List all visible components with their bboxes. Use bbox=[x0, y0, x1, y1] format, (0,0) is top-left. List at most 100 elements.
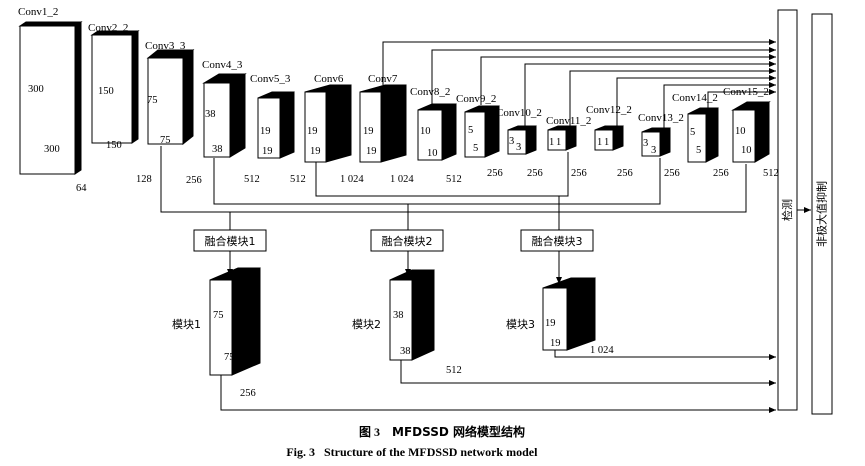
layer-conv11-2-block-side bbox=[565, 125, 577, 151]
layer-conv10-2-channels: 256 bbox=[527, 168, 543, 179]
module-2-block bbox=[389, 269, 435, 361]
layer-conv9-2-block bbox=[464, 105, 500, 158]
layer-conv4-3-dim-width: 38 bbox=[212, 144, 223, 155]
layer-conv5-3-block-front bbox=[257, 97, 281, 159]
layer-conv14-2-name: Conv14_2 bbox=[672, 92, 718, 104]
layer-conv6-block-front bbox=[304, 91, 327, 163]
layer-conv4-3-channels: 512 bbox=[244, 174, 260, 185]
layer-conv8-2-block bbox=[417, 103, 457, 161]
caption-cn-text: MFDSSD 网络模型结构 bbox=[392, 424, 525, 439]
caption-en-prefix: Fig. 3 bbox=[286, 445, 315, 459]
layer-conv5-3-channels: 512 bbox=[290, 174, 306, 185]
layer-conv4-3-block bbox=[202, 73, 247, 158]
layer-conv15-2-name: Conv15_2 bbox=[723, 86, 769, 98]
layer-conv8-2-block-front bbox=[417, 109, 443, 161]
layer-conv11-2-block bbox=[547, 125, 577, 151]
layer-conv1-2-block-side bbox=[74, 21, 82, 175]
layer-conv4-3-block-front bbox=[203, 82, 231, 158]
layer-conv8-2-name: Conv8_2 bbox=[410, 86, 450, 98]
layer-conv1-2-block bbox=[18, 21, 83, 175]
layer-conv10-2-dim-width: 3 bbox=[516, 142, 521, 153]
module-2-detect-arrow bbox=[400, 360, 776, 386]
layer-conv10-2-block-side bbox=[525, 125, 537, 155]
layer-conv1-2-channels: 64 bbox=[76, 183, 87, 194]
layer-conv6-name: Conv6 bbox=[314, 73, 344, 85]
layer-conv5-3-block-side bbox=[279, 91, 295, 159]
layer-conv13-2-block bbox=[641, 127, 671, 157]
layer-conv7-block-front bbox=[359, 91, 382, 163]
layer-conv14-2-channels: 256 bbox=[713, 168, 729, 179]
layer-conv7-name: Conv7 bbox=[368, 73, 398, 85]
layer-conv2-2-dim-width: 150 bbox=[106, 140, 122, 151]
module-3-label: 模块3 bbox=[506, 318, 535, 331]
layer-conv2-2-dim-height: 150 bbox=[98, 86, 114, 97]
layer-conv11-2-block-front bbox=[547, 129, 567, 151]
layer-conv12-2-block-side bbox=[612, 125, 624, 151]
layer-conv15-2-dim-height: 10 bbox=[735, 126, 746, 137]
module-2-dim-height: 38 bbox=[393, 310, 404, 321]
fusion-module-3-label: 融合模块3 bbox=[532, 234, 583, 248]
layer-conv10-2-dim-height: 3 bbox=[509, 136, 514, 147]
layer-conv15-2-block-front bbox=[732, 109, 756, 163]
layer-conv3-3-channels: 256 bbox=[186, 175, 202, 186]
fusion-module-1-box bbox=[193, 229, 267, 252]
module-1-detect-arrow bbox=[220, 375, 776, 413]
module-1-block-front bbox=[209, 279, 233, 376]
fusion-bus-wire bbox=[160, 146, 747, 213]
layer-conv1-2-dim-height: 300 bbox=[28, 84, 44, 95]
layer-conv13-2-block-side bbox=[659, 127, 671, 157]
module-2-dim-width: 38 bbox=[400, 346, 411, 357]
layer-conv8-2-dim-height: 10 bbox=[420, 126, 431, 137]
layer-conv12-2-block-front bbox=[594, 129, 614, 151]
module-3-block-side bbox=[566, 277, 596, 351]
layer-conv9-2-dim-width: 5 bbox=[473, 143, 478, 154]
layer-conv2-2-block-front bbox=[91, 34, 133, 144]
layer-conv14-2-block bbox=[687, 107, 719, 163]
module-2-label: 模块2 bbox=[352, 318, 381, 331]
layer-conv7-dim-height: 19 bbox=[363, 126, 374, 137]
layer-conv12-2-channels: 256 bbox=[617, 168, 633, 179]
layer-conv12-2-name: Conv12_2 bbox=[586, 104, 632, 116]
detection-label: 检测 bbox=[780, 199, 794, 221]
module-2-block-side bbox=[411, 269, 435, 361]
layer-conv7-channels: 1 024 bbox=[390, 174, 414, 185]
layer-conv6-block-side bbox=[325, 84, 352, 163]
layer-conv3-3-dim-width: 75 bbox=[160, 135, 171, 146]
layer-conv3-3-dim-height: 75 bbox=[147, 95, 158, 106]
layer-conv6-block bbox=[304, 84, 352, 163]
layer-conv11-2-channels: 256 bbox=[571, 168, 587, 179]
module-3-block-front bbox=[542, 287, 568, 351]
layer-conv10-2-block bbox=[507, 125, 537, 155]
layer-conv14-2-block-front bbox=[687, 113, 707, 163]
fusion-module-2-box bbox=[370, 229, 444, 252]
layer-conv3-3-block bbox=[146, 48, 195, 146]
module-3-block bbox=[542, 277, 596, 351]
layer-conv8-2-block-side bbox=[441, 103, 457, 161]
layer-conv13-2-channels: 256 bbox=[664, 168, 680, 179]
detect-arrow-7 bbox=[663, 82, 776, 128]
layer-conv14-2-block-side bbox=[705, 107, 719, 163]
layer-conv1-2-block-top bbox=[18, 21, 83, 27]
detect-arrow-6 bbox=[616, 75, 776, 126]
detect-arrow-5 bbox=[569, 68, 776, 126]
layer-conv14-2-dim-height: 5 bbox=[690, 127, 695, 138]
caption-en-text: Structure of the MFDSSD network model bbox=[324, 445, 538, 459]
layer-conv9-2-channels: 256 bbox=[487, 168, 503, 179]
layer-conv4-3-block-side bbox=[229, 73, 246, 158]
detect-arrow-2 bbox=[431, 47, 776, 104]
module-3-channels: 1 024 bbox=[590, 345, 614, 356]
detect-arrow-3 bbox=[480, 54, 776, 105]
layer-conv13-2-dim-width: 3 bbox=[651, 145, 656, 156]
module-1-channels: 256 bbox=[240, 388, 256, 399]
module-2-channels: 512 bbox=[446, 365, 462, 376]
layer-conv13-2-dim-height: 3 bbox=[643, 138, 648, 149]
layer-conv11-2-name: Conv11_2 bbox=[546, 115, 591, 127]
layer-conv9-2-block-front bbox=[464, 111, 486, 158]
layer-conv1-2-dim-width: 300 bbox=[44, 144, 60, 155]
layer-conv8-2-dim-width: 10 bbox=[427, 148, 438, 159]
layer-conv6-dim-height: 19 bbox=[307, 126, 318, 137]
layer-conv5-3-dim-height: 19 bbox=[260, 126, 271, 137]
layer-conv4-3-dim-height: 38 bbox=[205, 109, 216, 120]
layer-conv15-2-channels: 512 bbox=[763, 168, 779, 179]
